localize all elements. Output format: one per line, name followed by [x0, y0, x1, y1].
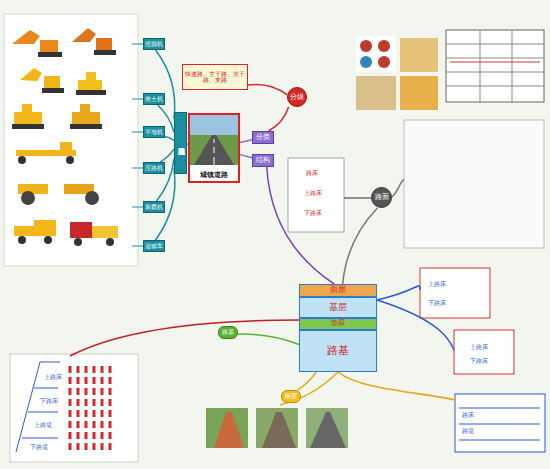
node-text: 压路机: [145, 165, 163, 171]
tag: 断面: [281, 390, 301, 403]
tag: 平地机: [143, 126, 165, 138]
panel-label: 上路床: [44, 374, 62, 380]
node-text: 平地机: [145, 129, 163, 135]
panel-label: 路床: [306, 170, 318, 176]
connector: [240, 140, 252, 143]
panel-label: 下路床: [40, 398, 58, 404]
tag: 路基: [218, 326, 238, 339]
node-text: 断面: [285, 393, 297, 399]
circle-node: 分级: [287, 87, 307, 107]
panel-label: 上路床: [304, 190, 322, 196]
node-text: 分级: [290, 94, 304, 101]
node-text: 分类: [256, 134, 270, 141]
connector: [238, 334, 299, 344]
layer-band: 垫层: [299, 318, 377, 330]
road-photo: [190, 115, 238, 165]
circle-node: 路面: [371, 187, 392, 208]
grid-photos: [356, 30, 544, 110]
layer-band: 路基: [299, 330, 377, 372]
note-box: 快速路、主干路、次干路、支路: [182, 64, 248, 90]
connector: [240, 155, 252, 158]
panel-label: 下路床: [304, 210, 322, 216]
layer-band: 面层: [299, 284, 377, 297]
branch-lines: [70, 180, 455, 405]
panel-label: 下路床: [470, 358, 488, 364]
connector: [160, 149, 174, 162]
tag: 推土机: [143, 93, 165, 105]
panel-label: 路床: [462, 412, 474, 418]
tag: 结构: [252, 154, 274, 167]
node-text: 面层: [330, 286, 346, 294]
node-text: 路基: [327, 345, 349, 357]
vertical-tag: 常用施工机械: [174, 112, 187, 174]
node-text: 基层: [329, 303, 347, 312]
panel-label: 上路堤: [34, 422, 52, 428]
node-text: 装载机: [145, 204, 163, 210]
machine-photos: [12, 28, 118, 246]
node-text: 城镇道路: [190, 170, 238, 181]
tag: 运输车: [143, 240, 165, 252]
tag: 压路机: [143, 162, 165, 174]
connector: [268, 107, 288, 131]
panel-label: 下路床: [428, 300, 446, 306]
road-photos: [206, 408, 348, 448]
node-text: 推土机: [145, 96, 163, 102]
connector: [156, 50, 175, 119]
connector: [165, 137, 174, 141]
slope-panel: [10, 354, 138, 462]
node-text: 垫层: [331, 320, 345, 327]
node-text: 挖掘机: [145, 41, 163, 47]
node-text: 快速路、主干路、次干路、支路: [183, 71, 247, 84]
connector: [298, 372, 317, 390]
layer-band: 基层: [299, 297, 377, 318]
node-text: 结构: [256, 157, 270, 164]
panel-label: 路堤: [462, 428, 474, 434]
tag: 分类: [252, 131, 274, 144]
panel-label: 上路床: [470, 344, 488, 350]
connector: [267, 167, 335, 284]
node-text: 路面: [375, 194, 389, 201]
right-panels: [288, 120, 545, 452]
photo-panel: [4, 14, 138, 266]
node-text: 运输车: [145, 243, 163, 249]
panel-label: 上路床: [428, 281, 446, 287]
tag: 挖掘机: [143, 38, 165, 50]
topic-box: 城镇道路: [188, 113, 240, 183]
leader-lines: [132, 44, 143, 246]
tag: 装载机: [143, 201, 165, 213]
panel-label: 下路堤: [30, 444, 48, 450]
connector: [248, 84, 287, 94]
node-text: 路基: [222, 329, 234, 335]
